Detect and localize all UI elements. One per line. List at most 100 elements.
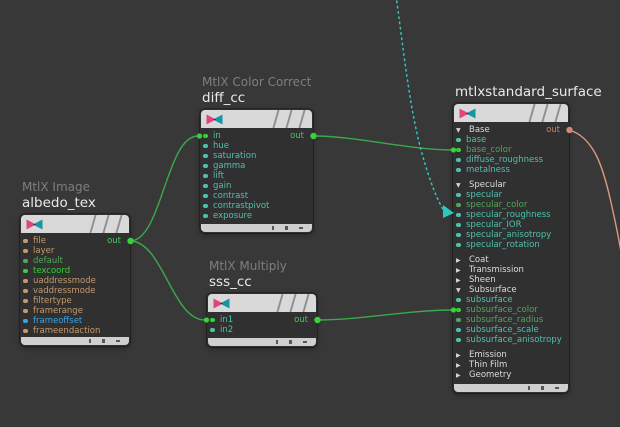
port-row-saturation[interactable]: saturation [200,151,313,161]
port-row-filtertype[interactable]: filtertype [20,296,130,306]
output-port-label[interactable]: out [290,131,304,141]
port-row-layer[interactable]: layer [20,246,130,256]
port-row-file[interactable]: file [20,236,130,246]
port-row-in[interactable]: in [200,131,313,141]
input-port-dot[interactable] [210,317,215,323]
input-port-dot[interactable] [456,137,461,143]
port-row-in1[interactable]: in1 [207,315,317,325]
wire-sss-to-subsurface-color[interactable] [316,309,453,321]
port-row-specular-ior[interactable]: specular_IOR [453,220,569,230]
port-row-contrast[interactable]: contrast [200,191,313,201]
port-row-diffuse-roughness[interactable]: diffuse_roughness [453,155,569,165]
collapse-triangle-icon[interactable]: ▼ [456,126,461,134]
group-row-emission[interactable]: ▶Emission [453,350,569,360]
output-port-label[interactable]: out [546,125,560,135]
wire-dashed-to-specular-roughness[interactable] [395,0,445,212]
node-footer-bar[interactable] [201,224,312,232]
input-port-dot[interactable] [23,288,28,294]
input-port-dot[interactable] [456,212,461,218]
port-row-texcoord[interactable]: texcoord [20,266,130,276]
wire-albedo-to-sss-in1[interactable] [129,240,206,321]
expand-triangle-icon[interactable]: ▶ [456,351,461,359]
node-footer-bar[interactable] [208,338,316,346]
group-row-coat[interactable]: ▶Coat [453,255,569,265]
input-port-dot[interactable] [23,268,28,274]
input-port-dot[interactable] [23,298,28,304]
input-port-dot[interactable] [456,327,461,333]
port-row-base-color[interactable]: base_color [453,145,569,155]
input-port-dot[interactable] [203,213,208,219]
input-port-dot[interactable] [23,238,28,244]
input-port-dot[interactable] [456,147,461,153]
input-port-dot[interactable] [203,193,208,199]
group-row-specular[interactable]: ▼Specular [453,180,569,190]
input-port-dot[interactable] [203,203,208,209]
collapse-triangle-icon[interactable]: ▼ [456,286,461,294]
node-footer-bar[interactable] [21,337,129,345]
group-row-sheen[interactable]: ▶Sheen [453,275,569,285]
port-row-subsurface-scale[interactable]: subsurface_scale [453,325,569,335]
expand-triangle-icon[interactable]: ▶ [456,276,461,284]
input-port-dot[interactable] [456,192,461,198]
port-row-subsurface[interactable]: subsurface [453,295,569,305]
input-port-dot[interactable] [23,258,28,264]
group-row-subsurface[interactable]: ▼Subsurface [453,285,569,295]
group-row-geometry[interactable]: ▶Geometry [453,370,569,380]
port-row-in2[interactable]: in2 [207,325,317,335]
port-row-lift[interactable]: lift [200,171,313,181]
port-row-frameoffset[interactable]: frameoffset [20,316,130,326]
wire-diff-to-base-color[interactable] [312,135,453,151]
port-row-subsurface-color[interactable]: subsurface_color [453,305,569,315]
wire-surface-out[interactable] [568,129,620,252]
input-port-dot[interactable] [203,153,208,159]
expand-triangle-icon[interactable]: ▶ [456,361,461,369]
port-row-framerange[interactable]: framerange [20,306,130,316]
node-header[interactable] [208,294,316,312]
port-row-specular-color[interactable]: specular_color [453,200,569,210]
port-row-base[interactable]: base [453,135,569,145]
port-row-hue[interactable]: hue [200,141,313,151]
port-row-subsurface-radius[interactable]: subsurface_radius [453,315,569,325]
input-port-dot[interactable] [456,337,461,343]
output-port-label[interactable]: out [107,236,121,246]
node-header[interactable] [21,215,129,233]
port-row-uaddressmode[interactable]: uaddressmode [20,276,130,286]
port-row-specular-anisotropy[interactable]: specular_anisotropy [453,230,569,240]
node-header[interactable] [454,104,568,122]
input-port-dot[interactable] [456,167,461,173]
port-row-subsurface-anisotropy[interactable]: subsurface_anisotropy [453,335,569,345]
input-port-dot[interactable] [203,173,208,179]
wire-albedo-to-diff-in[interactable] [129,135,199,242]
port-row-specular-roughness[interactable]: specular_roughness [453,210,569,220]
port-row-default[interactable]: default [20,256,130,266]
input-port-dot[interactable] [456,307,461,313]
port-row-gamma[interactable]: gamma [200,161,313,171]
node-footer-bar[interactable] [454,384,568,392]
input-port-dot[interactable] [456,222,461,228]
expand-triangle-icon[interactable]: ▶ [456,256,461,264]
port-row-contrastpivot[interactable]: contrastpivot [200,201,313,211]
input-port-dot[interactable] [456,202,461,208]
input-port-dot[interactable] [203,133,208,139]
input-port-dot[interactable] [203,143,208,149]
port-row-frameendaction[interactable]: frameendaction [20,326,130,336]
port-row-metalness[interactable]: metalness [453,165,569,175]
expand-triangle-icon[interactable]: ▶ [456,371,461,379]
group-row-thin-film[interactable]: ▶Thin Film [453,360,569,370]
input-port-dot[interactable] [23,308,28,314]
expand-triangle-icon[interactable]: ▶ [456,266,461,274]
input-port-dot[interactable] [210,327,215,333]
input-port-dot[interactable] [23,328,28,334]
collapse-triangle-icon[interactable]: ▼ [456,181,461,189]
input-port-dot[interactable] [23,248,28,254]
group-row-transmission[interactable]: ▶Transmission [453,265,569,275]
port-row-specular-rotation[interactable]: specular_rotation [453,240,569,250]
input-port-dot[interactable] [203,183,208,189]
port-row-exposure[interactable]: exposure [200,211,313,221]
node-header[interactable] [201,110,312,128]
